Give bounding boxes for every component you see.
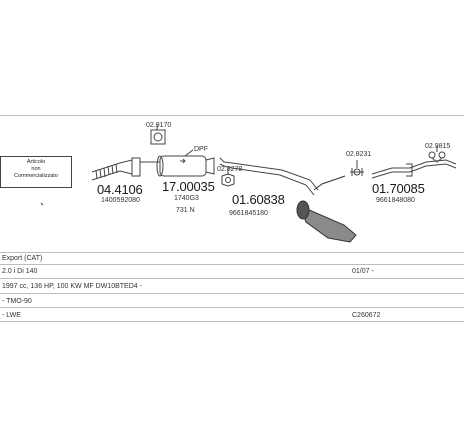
divider-info-4: [0, 293, 464, 294]
centre-pipe-drawing: [219, 157, 319, 196]
legend-box: Articolo non Commercializzato: [0, 156, 72, 188]
part-number-2: 17.00035: [162, 179, 215, 194]
flex-pipe-drawing: [91, 157, 141, 181]
info-spec: 1997 cc, 136 HP, 100 KW MF DW10BTED4 -: [2, 283, 142, 290]
gasket-drawing: [221, 173, 235, 187]
muffler-drawing: [296, 175, 357, 243]
divider-info-1: [0, 252, 464, 253]
oem-code-3: 9661845180: [229, 210, 268, 217]
clamp-drawing-1: [150, 129, 166, 145]
leader-2: [184, 149, 194, 157]
oem-code-1: 1400592080: [101, 197, 140, 204]
hanger-drawing: [428, 151, 446, 163]
legend-line-3: Commercializzato: [14, 173, 58, 179]
extra-code-2: 731 N: [176, 207, 195, 214]
info-body: - TMO-90: [2, 298, 32, 305]
tail-pipe-drawing: [371, 159, 457, 179]
callout-gasket: 02.8278: [217, 166, 243, 173]
divider-top: [0, 115, 464, 116]
divider-info-3: [0, 278, 464, 279]
divider-info-5: [0, 307, 464, 308]
oem-code-2: 1740G3: [174, 195, 199, 202]
info-date: 01/07 -: [352, 268, 374, 275]
dpf-drawing: [140, 155, 215, 177]
info-engine: 2.0 i Di 140: [2, 268, 38, 275]
callout-clamp-1: 02.9170: [146, 122, 172, 129]
callout-hanger: 02.9815: [425, 143, 451, 150]
info-market: Export (CAT): [2, 255, 43, 262]
oem-code-4: 9661848080: [376, 197, 415, 204]
part-number-3: 01.60838: [232, 192, 285, 207]
callout-dpf: DPF: [194, 146, 208, 153]
legend-line-2: non: [31, 166, 41, 172]
divider-info-6: [0, 321, 464, 322]
flange-mark: [40, 202, 44, 206]
callout-clamp-2: 02.8231: [346, 151, 372, 158]
info-variant: - LWE: [2, 312, 21, 319]
part-number-4: 01.70085: [372, 181, 425, 196]
clamp-drawing-2: [350, 168, 364, 176]
divider-info-2: [0, 264, 464, 265]
part-number-1: 04.4106: [97, 182, 143, 197]
legend-line-1: Articolo: [26, 159, 46, 165]
info-code: C260672: [352, 312, 381, 319]
